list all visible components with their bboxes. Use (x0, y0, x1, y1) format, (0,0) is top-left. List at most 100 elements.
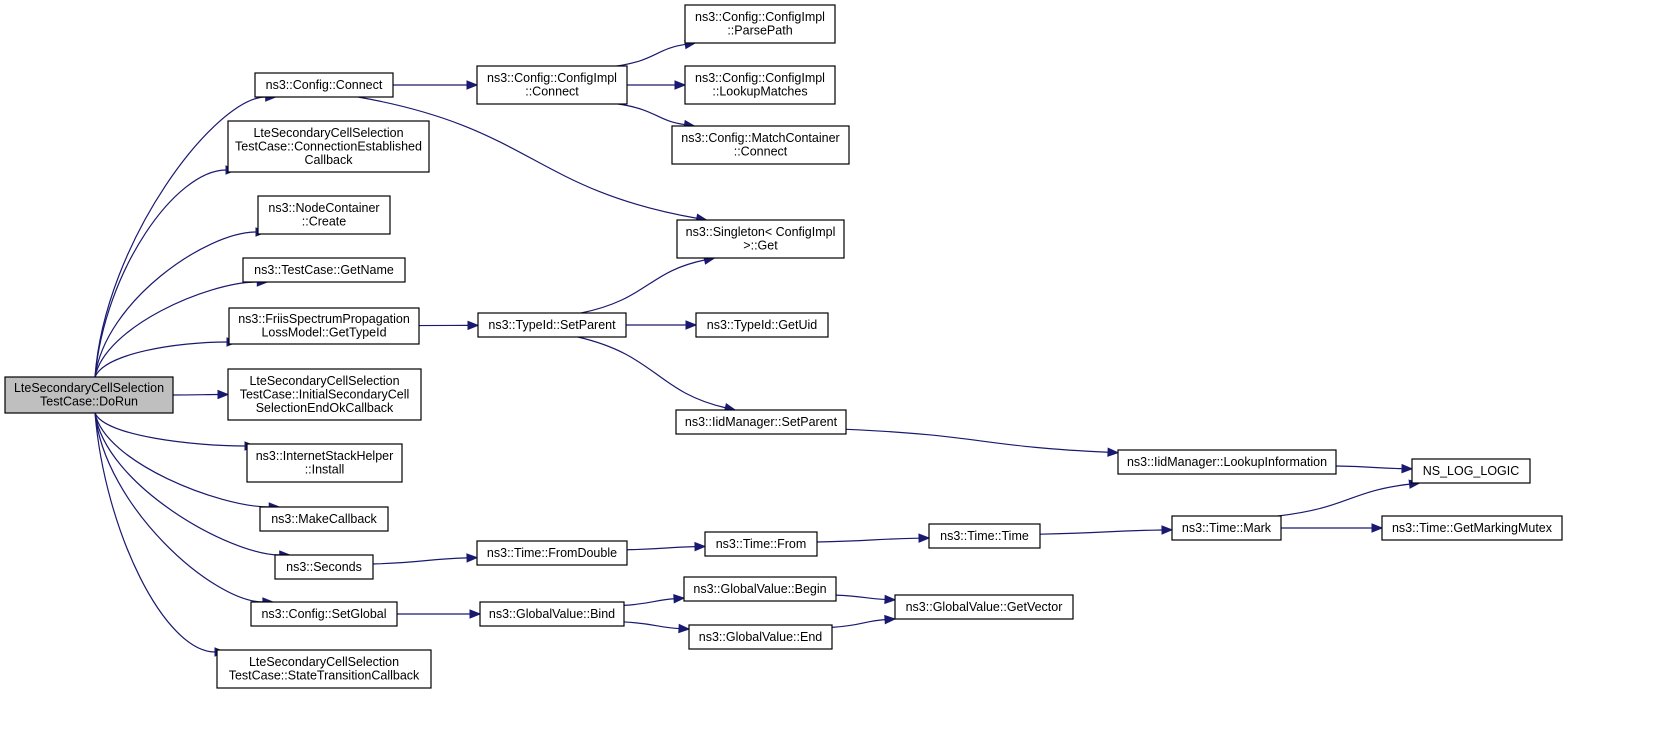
node-time-fromdouble[interactable]: ns3::Time::FromDouble (476, 540, 628, 566)
node-label-line: ns3::Time::Time (940, 529, 1029, 543)
node-box[interactable] (676, 219, 845, 259)
node-box[interactable] (4, 376, 174, 414)
node-label-line: ns3::TypeId::SetParent (488, 318, 616, 332)
edge-root-to-nodecontainer_create (94, 231, 257, 378)
node-box[interactable] (227, 368, 422, 421)
node-box[interactable] (228, 307, 420, 345)
edge-globalvalue_bind-to-globalvalue_begin (623, 598, 675, 606)
node-box[interactable] (476, 540, 628, 566)
node-box[interactable] (1117, 449, 1337, 475)
node-box[interactable] (254, 72, 394, 98)
node-box[interactable] (894, 594, 1074, 620)
edge-root-to-state_transition (94, 412, 216, 653)
node-globalvalue-getvector[interactable]: ns3::GlobalValue::GetVector (894, 594, 1074, 620)
node-label-line: ns3::GlobalValue::End (699, 630, 823, 644)
node-configimpl-lookupmatches[interactable]: ns3::Config::ConfigImpl::LookupMatches (684, 65, 836, 105)
node-state-transition[interactable]: LteSecondaryCellSelectionTestCase::State… (216, 649, 432, 689)
node-testcase-getname[interactable]: ns3::TestCase::GetName (242, 257, 406, 283)
node-box[interactable] (1171, 515, 1282, 541)
node-initial-secondary[interactable]: LteSecondaryCellSelectionTestCase::Initi… (227, 368, 422, 421)
node-label-line: ns3::Time::GetMarkingMutex (1392, 521, 1553, 535)
node-label-line: ns3::GlobalValue::Bind (489, 607, 615, 621)
node-box[interactable] (683, 576, 837, 602)
arrowhead-typeid_setparent-to-typeid_getuid (685, 320, 698, 330)
edge-root-to-config_setglobal (94, 412, 263, 603)
node-box[interactable] (259, 506, 389, 532)
node-box[interactable] (257, 195, 391, 235)
node-iidmanager-lookupinfo[interactable]: ns3::IidManager::LookupInformation (1117, 449, 1337, 475)
edge-configimpl_connect-to-matchcontainer_connect (617, 103, 685, 126)
edge-root-to-internetstack_install (94, 412, 246, 447)
node-box[interactable] (675, 409, 847, 435)
node-box[interactable] (928, 523, 1041, 549)
node-time-mark[interactable]: ns3::Time::Mark (1171, 515, 1282, 541)
node-globalvalue-bind[interactable]: ns3::GlobalValue::Bind (479, 601, 625, 627)
node-internetstack-install[interactable]: ns3::InternetStackHelper::Install (246, 443, 403, 483)
node-label-line: ns3::Time::From (716, 537, 807, 551)
node-box[interactable] (274, 554, 374, 580)
node-box[interactable] (688, 624, 833, 650)
node-label-line: ::ParsePath (727, 24, 792, 38)
arrowhead-configimpl_connect-to-configimpl_lookupmatches (674, 80, 687, 90)
node-friis-gettypeid[interactable]: ns3::FriisSpectrumPropagationLossModel::… (228, 307, 420, 345)
node-config-setglobal[interactable]: ns3::Config::SetGlobal (250, 601, 398, 627)
node-box[interactable] (479, 601, 625, 627)
node-box[interactable] (704, 531, 818, 557)
node-box[interactable] (477, 312, 627, 338)
node-label-line: ::Connect (525, 85, 579, 99)
node-time-from[interactable]: ns3::Time::From (704, 531, 818, 557)
node-iidmanager-setparent[interactable]: ns3::IidManager::SetParent (675, 409, 847, 435)
node-label-line: ns3::Singleton< ConfigImpl (686, 225, 836, 239)
node-typeid-getuid[interactable]: ns3::TypeId::GetUid (695, 312, 829, 338)
node-globalvalue-begin[interactable]: ns3::GlobalValue::Begin (683, 576, 837, 602)
node-seconds[interactable]: ns3::Seconds (274, 554, 374, 580)
node-configimpl-parsepath[interactable]: ns3::Config::ConfigImpl::ParsePath (684, 4, 836, 44)
arrowhead-globalvalue_bind-to-globalvalue_begin (673, 594, 686, 604)
node-box[interactable] (684, 65, 836, 105)
node-typeid-setparent[interactable]: ns3::TypeId::SetParent (477, 312, 627, 338)
node-label-line: ns3::GlobalValue::Begin (693, 582, 826, 596)
node-box[interactable] (227, 120, 430, 173)
edge-config_connect-to-singleton_get (357, 96, 697, 219)
node-box[interactable] (1411, 458, 1531, 484)
node-label-line: Callback (305, 153, 354, 167)
node-label-line: LteSecondaryCellSelection (14, 381, 164, 395)
arrowhead-config_setglobal-to-globalvalue_bind (469, 609, 482, 619)
node-config-connect[interactable]: ns3::Config::Connect (254, 72, 394, 98)
node-time-time[interactable]: ns3::Time::Time (928, 523, 1041, 549)
edge-time_fromdouble-to-time_from (626, 546, 696, 551)
node-label-line: NS_LOG_LOGIC (1423, 464, 1520, 478)
node-label-line: SelectionEndOkCallback (256, 401, 394, 415)
node-box[interactable] (1381, 515, 1563, 541)
node-box[interactable] (216, 649, 432, 689)
node-box[interactable] (695, 312, 829, 338)
edge-time_time-to-time_mark (1039, 529, 1163, 535)
node-ns-log-logic[interactable]: NS_LOG_LOGIC (1411, 458, 1531, 484)
node-box[interactable] (246, 443, 403, 483)
node-box[interactable] (671, 125, 850, 165)
node-connection-established[interactable]: LteSecondaryCellSelectionTestCase::Conne… (227, 120, 430, 173)
node-nodecontainer-create[interactable]: ns3::NodeContainer::Create (257, 195, 391, 235)
node-label-line: ns3::Config::ConfigImpl (695, 10, 825, 24)
node-configimpl-connect[interactable]: ns3::Config::ConfigImpl::Connect (476, 65, 628, 105)
node-label-line: LossModel::GetTypeId (261, 326, 386, 340)
node-globalvalue-end[interactable]: ns3::GlobalValue::End (688, 624, 833, 650)
node-makecallback[interactable]: ns3::MakeCallback (259, 506, 389, 532)
node-box[interactable] (250, 601, 398, 627)
edge-globalvalue_begin-to-globalvalue_getvector (835, 594, 886, 601)
node-time-getmarkingmutex[interactable]: ns3::Time::GetMarkingMutex (1381, 515, 1563, 541)
node-singleton-get[interactable]: ns3::Singleton< ConfigImpl>::Get (676, 219, 845, 259)
node-label-line: LteSecondaryCellSelection (249, 374, 399, 388)
arrowhead-friis_gettypeid-to-typeid_setparent (467, 320, 480, 331)
node-box[interactable] (242, 257, 406, 283)
node-label-line: LteSecondaryCellSelection (253, 126, 403, 140)
node-box[interactable] (684, 4, 836, 44)
node-box[interactable] (476, 65, 628, 105)
arrowhead-time_fromdouble-to-time_from (694, 541, 707, 552)
arrowhead-globalvalue_end-to-globalvalue_getvector (884, 614, 897, 625)
arrowhead-iidmanager_setparent-to-iidmanager_lookupinfo (1107, 447, 1120, 457)
node-label-line: ::Connect (734, 145, 788, 159)
node-label-line: ns3::NodeContainer (268, 201, 379, 215)
node-matchcontainer-connect[interactable]: ns3::Config::MatchContainer::Connect (671, 125, 850, 165)
